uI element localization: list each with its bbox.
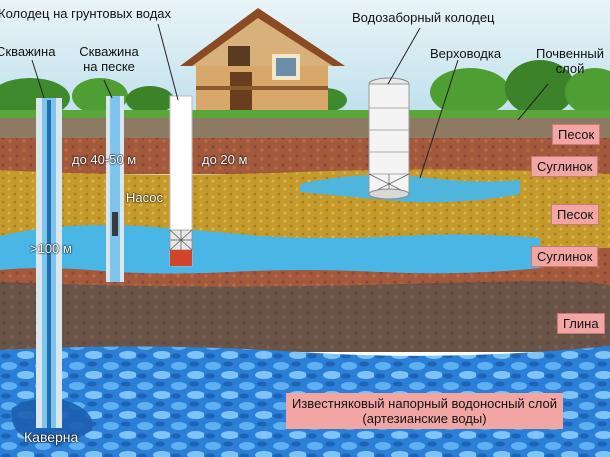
groundwater-well bbox=[169, 95, 193, 267]
label-depth-40-50: до 40-50 м bbox=[72, 152, 137, 167]
house bbox=[180, 8, 345, 112]
label-depth-100: >100 м bbox=[30, 241, 72, 256]
aquifer-label-line1: Известняковый напорный водоносный слой bbox=[292, 396, 558, 411]
aquifer-label: Известняковый напорный водоносный слой (… bbox=[286, 393, 564, 429]
label-borehole: Скважина bbox=[0, 44, 56, 59]
loam-layer-1 bbox=[0, 138, 610, 174]
perched-water bbox=[300, 175, 520, 203]
badge-sand-2: Песок bbox=[551, 204, 600, 225]
label-pump: Насос bbox=[126, 190, 163, 205]
deep-borehole bbox=[36, 98, 62, 428]
aquifer-label-line2: (артезианские воды) bbox=[362, 411, 487, 426]
label-soil-layer-line1: Почвенный bbox=[535, 46, 604, 61]
label-depth-20: до 20 м bbox=[202, 152, 248, 167]
grass bbox=[0, 110, 610, 120]
label-borehole-sand-line2: на песке bbox=[83, 59, 135, 74]
groundwater bbox=[0, 225, 540, 274]
clay-layer bbox=[0, 281, 610, 352]
label-borehole-sand: Скважина на песке bbox=[74, 44, 144, 74]
badge-loam-2: Суглинок bbox=[531, 246, 599, 267]
badge-loam-1: Суглинок bbox=[531, 156, 599, 177]
sand-borehole bbox=[106, 96, 124, 282]
label-cavern: Каверна bbox=[24, 429, 79, 445]
label-perched-water: Верховодка bbox=[430, 46, 502, 61]
intake-well bbox=[368, 77, 410, 200]
label-well-groundwater: Колодец на грунтовых водах bbox=[0, 6, 172, 21]
badge-clay: Глина bbox=[557, 313, 605, 334]
label-soil-layer-line2: слой bbox=[555, 61, 585, 76]
badge-sand-1: Песок bbox=[552, 124, 601, 145]
label-soil-layer: Почвенный слой bbox=[530, 46, 610, 76]
label-intake-well: Водозаборный колодец bbox=[352, 10, 495, 25]
topsoil-layer bbox=[0, 118, 610, 140]
label-borehole-sand-line1: Скважина bbox=[79, 44, 139, 59]
pointer-lines bbox=[31, 23, 549, 179]
